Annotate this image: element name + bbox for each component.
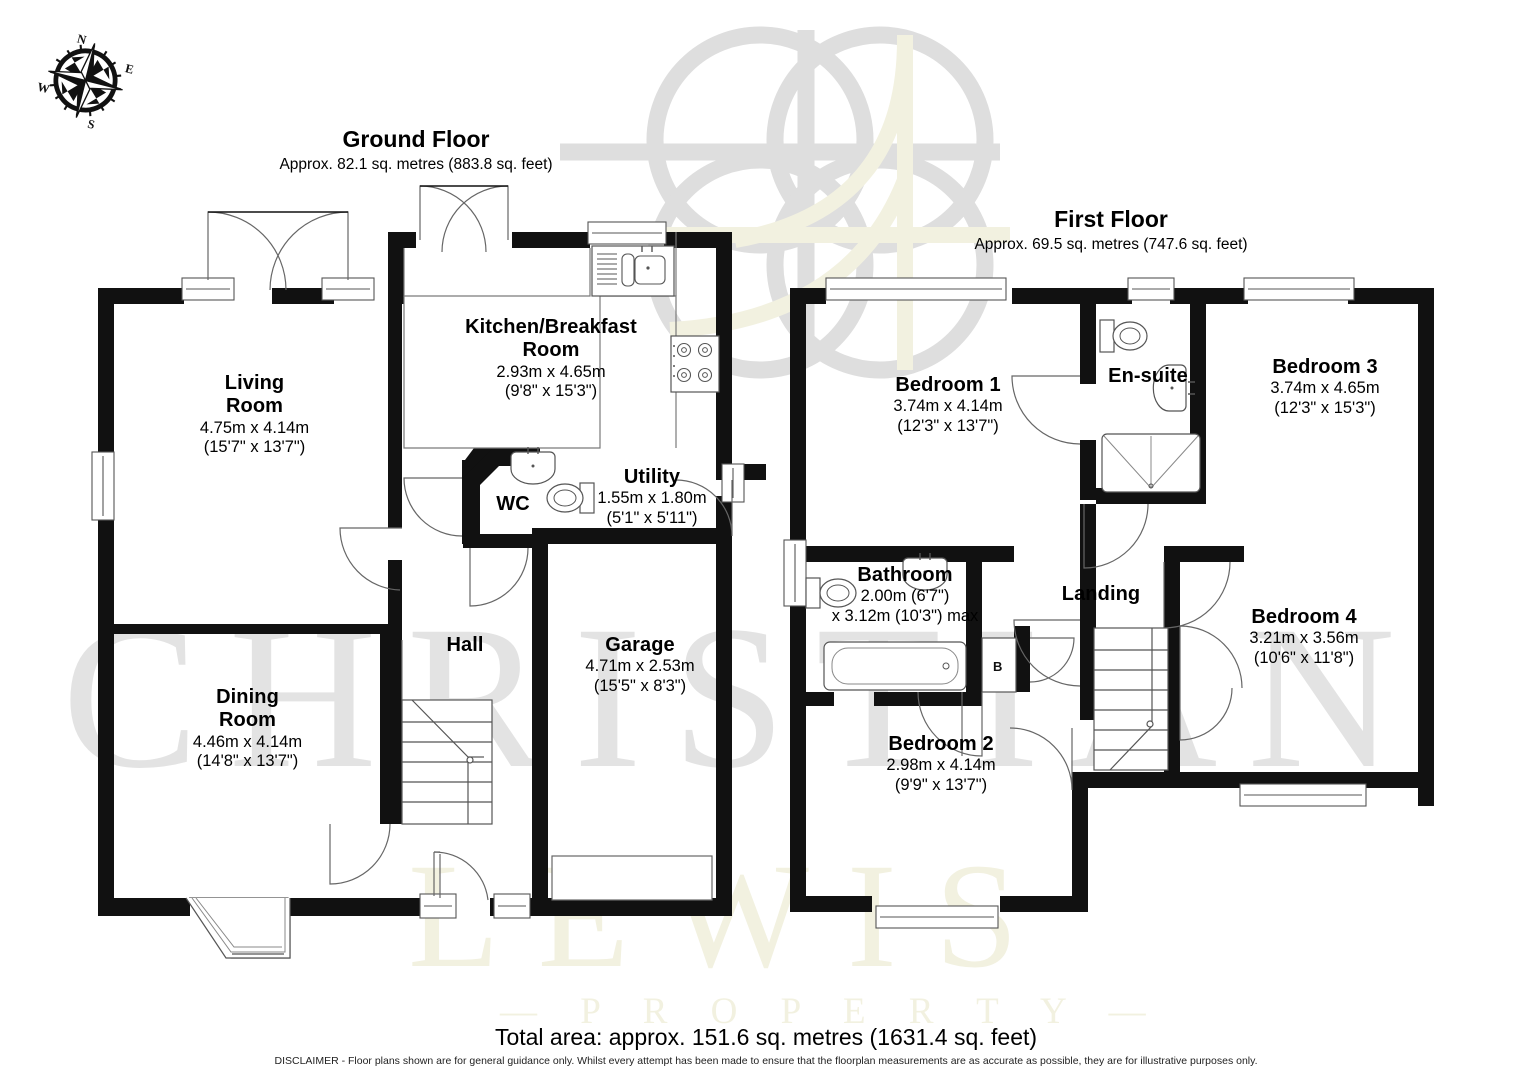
door-swing xyxy=(1011,375,1081,445)
room-label-wc: WC xyxy=(496,493,530,515)
room-label-dining-room: Dining Room 4.46m x 4.14m (14'8" x 13'7"… xyxy=(192,686,303,771)
kitchen-sink-icon xyxy=(591,245,675,297)
door-swing xyxy=(207,185,509,291)
svg-text:B: B xyxy=(993,659,1002,674)
room-label-garage: Garage 4.71m x 2.53m (15'5" x 8'3") xyxy=(585,634,695,695)
door-swing xyxy=(1163,561,1231,629)
door-swing xyxy=(339,527,402,591)
compass-west-label: W xyxy=(36,80,52,97)
door-swing xyxy=(1009,727,1073,791)
door-swing xyxy=(1029,637,1075,683)
room-label-bathroom: Bathroom 2.00m (6'7") x 3.12m (10'3") ma… xyxy=(831,564,979,625)
ground-floor-title-block: Ground Floor Approx. 82.1 sq. metres (88… xyxy=(276,126,556,174)
ground-floor-structure xyxy=(91,185,766,959)
first-floor-structure: B xyxy=(783,277,1434,929)
door-swing xyxy=(1013,619,1081,687)
compass-south-label: S xyxy=(86,117,96,132)
disclaimer-text: DISCLAIMER - Floor plans shown are for g… xyxy=(274,1055,1258,1067)
room-label-bedroom-3: Bedroom 3 3.74m x 4.65m (12'3" x 15'3") xyxy=(1270,356,1380,417)
room-label-living-room: Living Room 4.75m x 4.14m (15'7" x 13'7"… xyxy=(199,372,310,457)
first-floor-area: Approx. 69.5 sq. metres (747.6 sq. feet) xyxy=(974,236,1248,253)
room-label-bedroom-1: Bedroom 1 3.74m x 4.14m (12'3" x 13'7") xyxy=(893,374,1003,435)
staircase-first xyxy=(1093,627,1169,771)
ground-floor-title: Ground Floor xyxy=(342,126,490,152)
shower-icon xyxy=(1101,433,1201,493)
bathroom-toilet-icon xyxy=(805,577,857,609)
room-label-en-suite: En-suite xyxy=(1108,365,1188,387)
window xyxy=(783,277,1367,929)
bathroom-basin-icon xyxy=(902,553,948,591)
door-swing xyxy=(1179,625,1243,741)
wc-basin-icon xyxy=(510,447,556,485)
bathtub-icon xyxy=(823,641,967,691)
first-floor-title: First Floor xyxy=(1054,206,1168,232)
room-label-hall: Hall xyxy=(446,634,484,656)
door-swing xyxy=(675,479,733,537)
room-label-bedroom-2: Bedroom 2 2.98m x 4.14m (9'9" x 13'7") xyxy=(886,733,996,794)
compass-east-label: E xyxy=(124,61,135,77)
staircase-ground xyxy=(401,699,493,825)
bay-window xyxy=(185,897,291,959)
door-swing xyxy=(917,691,983,757)
wc-toilet-icon xyxy=(546,482,595,514)
room-label-bedroom-4: Bedroom 4 3.21m x 3.56m (10'6" x 11'8") xyxy=(1249,606,1359,667)
compass-north-label: N xyxy=(76,31,88,47)
room-label-landing: Landing xyxy=(1061,583,1141,605)
door-swing xyxy=(329,823,391,885)
door-swing xyxy=(1083,503,1149,569)
first-floor-title-block: First Floor Approx. 69.5 sq. metres (747… xyxy=(966,206,1256,254)
door-swing xyxy=(403,477,463,537)
room-label-kitchen-breakfast-room: Kitchen/Breakfast Room 2.93m x 4.65m (9'… xyxy=(465,316,637,401)
ensuite-basin-icon xyxy=(1152,364,1195,412)
ground-floor-area: Approx. 82.1 sq. metres (883.8 sq. feet) xyxy=(279,156,553,173)
compass-rose: N E S W xyxy=(36,31,135,132)
boiler-cupboard: B xyxy=(981,637,1017,693)
ensuite-toilet-icon xyxy=(1099,319,1148,353)
door-swing xyxy=(469,547,529,607)
hob-icon xyxy=(670,335,720,393)
total-area-text: Total area: approx. 151.6 sq. metres (16… xyxy=(494,1024,1038,1050)
garage-door xyxy=(551,855,713,901)
door-swing xyxy=(433,851,489,901)
room-label-utility: Utility 1.55m x 1.80m (5'1" x 5'11") xyxy=(597,466,707,527)
